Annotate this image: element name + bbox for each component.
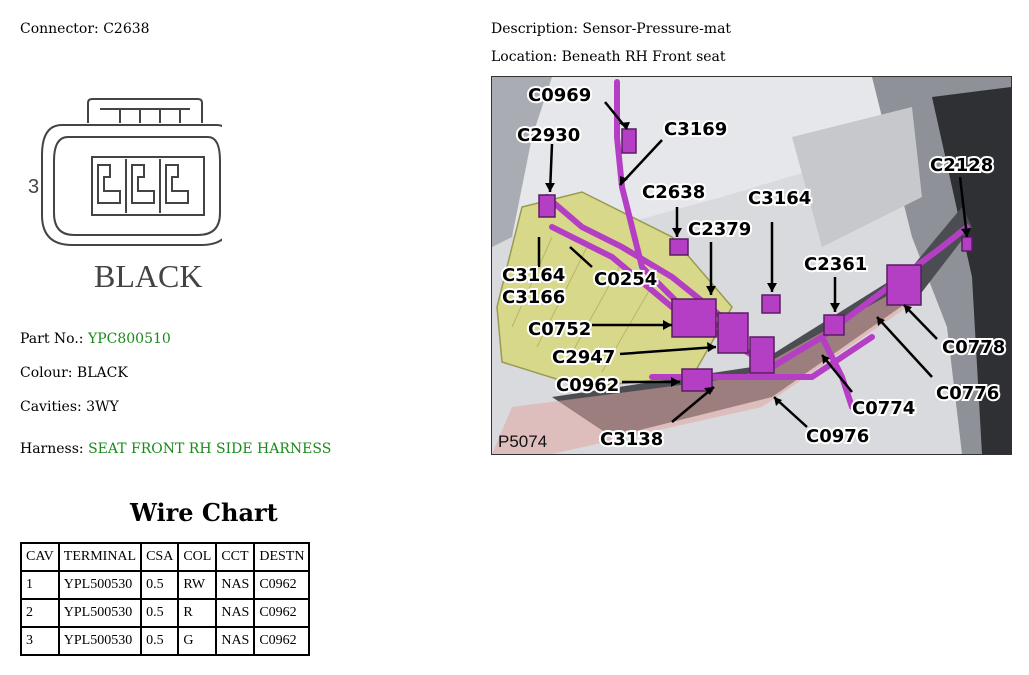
wire-chart-table: CAV TERMINAL CSA COL CCT DESTN 1 YPL5005… <box>20 542 311 656</box>
colour: Colour: BLACK <box>20 365 128 381</box>
connector-colour-label: BLACK <box>94 258 202 294</box>
callout-c0778: C0778 <box>942 337 1005 358</box>
cell-terminal: YPL500530 <box>57 598 143 628</box>
callout-c2638: C2638 <box>642 182 705 203</box>
cell-destn: C0962 <box>253 626 311 656</box>
part-number-link[interactable]: YPC800510 <box>87 331 171 347</box>
callout-c0254: C0254 <box>594 269 657 290</box>
harness: Harness: SEAT FRONT RH SIDE HARNESS <box>20 441 331 457</box>
cavities: Cavities: 3WY <box>20 399 119 415</box>
harness-label: Harness: <box>20 441 84 457</box>
callout-c3164-b: C3164 <box>502 265 565 286</box>
cell-destn: C0962 <box>253 598 311 628</box>
table-row: 3 YPL500530 0.5 G NAS C0962 <box>20 626 311 656</box>
cell-cav: 3 <box>20 626 60 656</box>
figure-ref: P5074 <box>498 432 547 451</box>
part-number: Part No.: YPC800510 <box>20 331 171 347</box>
cell-cct: NAS <box>215 598 256 628</box>
callout-c0774: C0774 <box>852 398 915 419</box>
callout-c2128: C2128 <box>930 155 993 176</box>
callout-c0752: C0752 <box>528 319 591 340</box>
callout-c3138: C3138 <box>600 429 663 450</box>
connector-id: Connector: C2638 <box>20 21 150 37</box>
callout-c2947: C2947 <box>552 347 615 368</box>
col-terminal: TERMINAL <box>57 542 143 572</box>
col-col: COL <box>177 542 218 572</box>
table-header-row: CAV TERMINAL CSA COL CCT DESTN <box>20 542 311 572</box>
cell-cct: NAS <box>215 626 256 656</box>
harness-link[interactable]: SEAT FRONT RH SIDE HARNESS <box>88 441 332 457</box>
location-illustration: C0969 C3169 C2930 C2638 C3164 C2379 C212… <box>491 76 1012 455</box>
connector-face-diagram: 3 1 BLACK <box>28 98 222 294</box>
callout-c0776: C0776 <box>936 383 999 404</box>
table-row: 1 YPL500530 0.5 RW NAS C0962 <box>20 570 311 600</box>
callout-c0969: C0969 <box>528 85 591 106</box>
callout-c3166: C3166 <box>502 287 565 308</box>
cell-csa: 0.5 <box>140 570 180 600</box>
callout-c0976: C0976 <box>806 426 869 447</box>
callout-c0962: C0962 <box>556 375 619 396</box>
callout-c3164-a: C3164 <box>748 188 811 209</box>
col-destn: DESTN <box>253 542 311 572</box>
cell-col: RW <box>177 570 218 600</box>
location: Location: Beneath RH Front seat <box>491 49 726 65</box>
callout-c2930: C2930 <box>517 125 580 146</box>
cell-destn: C0962 <box>253 570 311 600</box>
cell-csa: 0.5 <box>140 626 180 656</box>
cell-cav: 2 <box>20 598 60 628</box>
cell-terminal: YPL500530 <box>57 626 143 656</box>
callout-c2361: C2361 <box>804 254 867 275</box>
wire-chart-title: Wire Chart <box>130 498 278 527</box>
pin-3-label: 3 <box>28 176 39 198</box>
cell-col: G <box>177 626 218 656</box>
col-cct: CCT <box>215 542 256 572</box>
cell-csa: 0.5 <box>140 598 180 628</box>
col-cav: CAV <box>20 542 60 572</box>
col-csa: CSA <box>140 542 180 572</box>
callout-c2379: C2379 <box>688 219 751 240</box>
table-row: 2 YPL500530 0.5 R NAS C0962 <box>20 598 311 628</box>
cell-cct: NAS <box>215 570 256 600</box>
seat-underside-drawing: C0969 C3169 C2930 C2638 C3164 C2379 C212… <box>492 77 1011 454</box>
callout-c3169: C3169 <box>664 119 727 140</box>
part-number-label: Part No.: <box>20 331 84 347</box>
cell-terminal: YPL500530 <box>57 570 143 600</box>
cell-cav: 1 <box>20 570 60 600</box>
cell-col: R <box>177 598 218 628</box>
description: Description: Sensor-Pressure-mat <box>491 21 732 37</box>
